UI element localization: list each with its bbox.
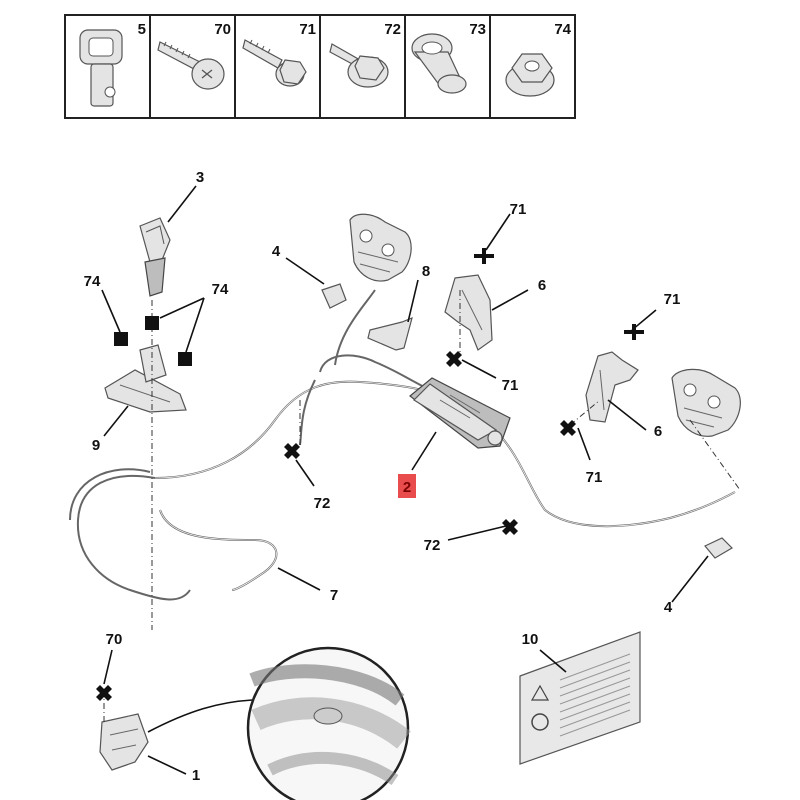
cable-clip-bracket [367, 316, 413, 351]
callout-72: 72 [424, 537, 441, 554]
cable-bracket-right [585, 351, 639, 423]
legend-number: 72 [384, 21, 401, 38]
callout-74: 74 [84, 273, 101, 290]
callout-72: 72 [314, 495, 331, 512]
callout-71: 71 [664, 291, 681, 308]
callout-70: 70 [106, 631, 123, 648]
legend-number: 74 [554, 21, 571, 38]
cable-bracket-left [444, 274, 493, 351]
warning-label-plate [519, 631, 641, 765]
cross-marker-icon [474, 248, 494, 264]
cross-marker-icon [96, 685, 112, 701]
cross-marker-icon [624, 324, 644, 340]
square-marker-icon [145, 316, 159, 330]
callout-8: 8 [422, 263, 430, 280]
callout-71: 71 [502, 377, 519, 394]
cross-marker-icon [502, 519, 518, 535]
fastener-legend-table: 5 70 71 72 73 74 [64, 14, 576, 119]
detail-magnifier [147, 646, 411, 800]
pan-head-screw-icon [157, 41, 225, 90]
callout-71: 71 [510, 201, 527, 218]
flange-nut-icon [505, 53, 555, 97]
callout-10: 10 [522, 631, 539, 648]
cable-connector-upper [321, 283, 347, 309]
cross-marker-icon [446, 351, 462, 367]
callout-4: 4 [664, 599, 673, 616]
fastener-clip-icon [79, 29, 123, 107]
callout-7: 7 [330, 587, 338, 604]
callout-6: 6 [538, 277, 546, 294]
callout-74: 74 [212, 281, 229, 298]
assembly-dash-lines [103, 290, 741, 722]
callout-9: 9 [92, 437, 100, 454]
right-brake-caliper [671, 368, 741, 437]
parking-brake-symbol-icon [531, 713, 549, 731]
parking-brake-actuator [409, 377, 511, 449]
legend-number: 73 [469, 21, 486, 38]
callout-labels: 3 4 8 71 6 71 71 74 74 9 72 2 6 71 72 7 … [84, 169, 681, 784]
callout-2-highlighted: 2 [403, 479, 411, 496]
legend-number: 70 [214, 21, 231, 38]
hex-bolt-washer-icon [329, 43, 389, 88]
hex-flange-bolt-icon [242, 39, 307, 87]
square-marker-icon [178, 352, 192, 366]
left-brake-caliper [349, 213, 412, 282]
callout-4: 4 [272, 243, 281, 260]
bottom-switch [99, 713, 149, 771]
fastener-markers [96, 248, 644, 701]
callout-6: 6 [654, 423, 662, 440]
cross-marker-icon [560, 420, 576, 436]
cable-connector-lower [704, 537, 733, 559]
switch-housing [104, 344, 187, 413]
square-marker-icon [114, 332, 128, 346]
highlighted-callout-bg [398, 474, 416, 498]
cable-harness [69, 289, 736, 601]
leader-lines [101, 185, 709, 775]
callout-3: 3 [196, 169, 204, 186]
cross-marker-icon [284, 443, 300, 459]
legend-number: 71 [299, 21, 316, 38]
warning-triangle-icon [530, 684, 550, 701]
callout-1: 1 [192, 767, 200, 784]
spacer-nut-icon [411, 33, 467, 94]
callout-71: 71 [586, 469, 603, 486]
legend-number: 5 [138, 21, 146, 38]
release-handle [139, 217, 171, 297]
